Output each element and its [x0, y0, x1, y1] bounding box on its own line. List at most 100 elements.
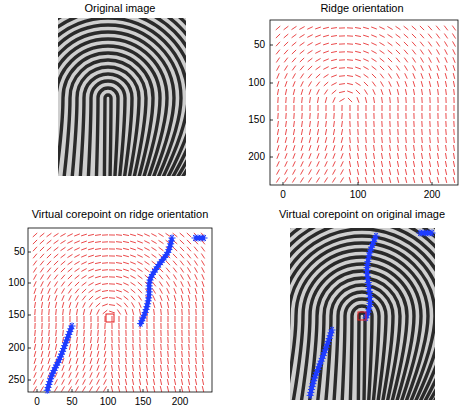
orientation-segment	[181, 316, 182, 322]
orientation-segment	[83, 316, 84, 322]
orientation-segment	[293, 129, 294, 135]
orientation-segment	[413, 161, 414, 167]
orientation-segment	[188, 323, 189, 329]
ridge-line	[290, 228, 435, 400]
orientation-segment	[285, 81, 287, 87]
orientation-segment	[139, 372, 140, 378]
orientation-segment	[365, 161, 366, 167]
orientation-segment	[47, 275, 50, 280]
ridge-line	[290, 228, 435, 400]
orientation-segment	[195, 372, 196, 378]
orientation-segment	[47, 247, 51, 251]
y-tick-label: 200	[248, 152, 265, 162]
orientation-segment	[195, 379, 196, 385]
orientation-segment	[181, 358, 183, 364]
orientation-segment	[325, 153, 327, 159]
orientation-segment	[83, 330, 85, 336]
orientation-segment	[445, 89, 447, 95]
ridge-line	[290, 228, 435, 400]
orientation-segment	[153, 344, 155, 350]
orientation-segment	[355, 75, 360, 77]
orientation-segment	[299, 27, 304, 30]
orientation-segment	[413, 177, 414, 183]
tick-mark	[72, 389, 73, 392]
orientation-segment	[363, 51, 369, 53]
ridge-line	[290, 228, 435, 400]
orientation-segment	[429, 169, 430, 175]
orientation-segment	[202, 295, 203, 301]
orientation-segment	[316, 177, 319, 182]
orientation-segment	[88, 269, 94, 271]
orientation-segment	[429, 121, 430, 127]
orientation-segment	[116, 262, 122, 264]
orientation-segment	[277, 97, 278, 103]
orientation-segment	[33, 254, 37, 259]
tick-mark	[108, 389, 109, 392]
orientation-segment	[373, 129, 375, 135]
orientation-segment	[389, 97, 391, 103]
orientation-segment	[88, 241, 94, 242]
ridge-line	[290, 229, 435, 400]
orientation-segment	[81, 262, 86, 265]
orientation-segment	[347, 35, 353, 36]
orientation-segment	[405, 137, 407, 143]
orientation-segment	[413, 145, 415, 151]
orientation-segment	[437, 81, 438, 87]
orientation-segment	[405, 97, 406, 103]
orientation-segment	[167, 386, 168, 392]
ridge-line	[58, 18, 186, 176]
orientation-segment	[389, 137, 391, 143]
orientation-segment	[357, 113, 358, 119]
orientation-segment	[102, 304, 108, 306]
orientation-segment	[324, 90, 327, 95]
orientation-segment	[325, 169, 328, 174]
orientation-segment	[301, 161, 304, 166]
orientation-segment	[132, 302, 135, 307]
orientation-segment	[104, 323, 105, 329]
orientation-segment	[299, 34, 304, 37]
orientation-segment	[174, 302, 175, 308]
orientation-segment	[166, 268, 170, 273]
panel-title: Original image	[85, 3, 156, 14]
orientation-segment	[181, 302, 182, 308]
orientation-segment	[277, 113, 278, 119]
orientation-segment	[102, 297, 108, 298]
orientation-segment	[421, 65, 424, 70]
core-trace-line	[47, 326, 72, 391]
orientation-segment	[437, 169, 438, 175]
orientation-segment	[146, 365, 148, 371]
orientation-segment	[308, 58, 313, 62]
orientation-segment	[159, 268, 163, 272]
orientation-segment	[181, 344, 183, 350]
orientation-segment	[421, 169, 422, 175]
orientation-segment	[293, 105, 294, 111]
orientation-segment	[188, 316, 189, 322]
orientation-segment	[41, 323, 42, 329]
ridge-line	[58, 25, 181, 176]
orientation-segment	[404, 26, 409, 30]
orientation-segment	[339, 98, 344, 101]
orientation-segment	[102, 290, 108, 291]
orientation-segment	[355, 43, 361, 44]
orientation-segment	[90, 351, 92, 357]
orientation-segment	[102, 255, 108, 256]
orientation-segment	[116, 297, 121, 299]
orientation-segment	[277, 73, 279, 79]
ridge-line	[290, 228, 435, 400]
orientation-segment	[396, 34, 401, 38]
orientation-segment	[130, 241, 136, 243]
orientation-segment	[76, 337, 78, 343]
orientation-segment	[139, 330, 140, 336]
orientation-segment	[292, 177, 295, 182]
orientation-segment	[202, 365, 204, 371]
orientation-segment	[292, 50, 296, 54]
orientation-segment	[89, 289, 94, 292]
tick-mark	[270, 83, 273, 84]
orientation-segment	[372, 74, 376, 78]
tick-mark	[358, 182, 359, 185]
core-trace-stars	[417, 230, 436, 237]
orientation-segment	[339, 43, 345, 44]
orientation-segment	[188, 365, 190, 371]
orientation-segment	[405, 129, 407, 135]
orientation-segment	[139, 351, 141, 357]
